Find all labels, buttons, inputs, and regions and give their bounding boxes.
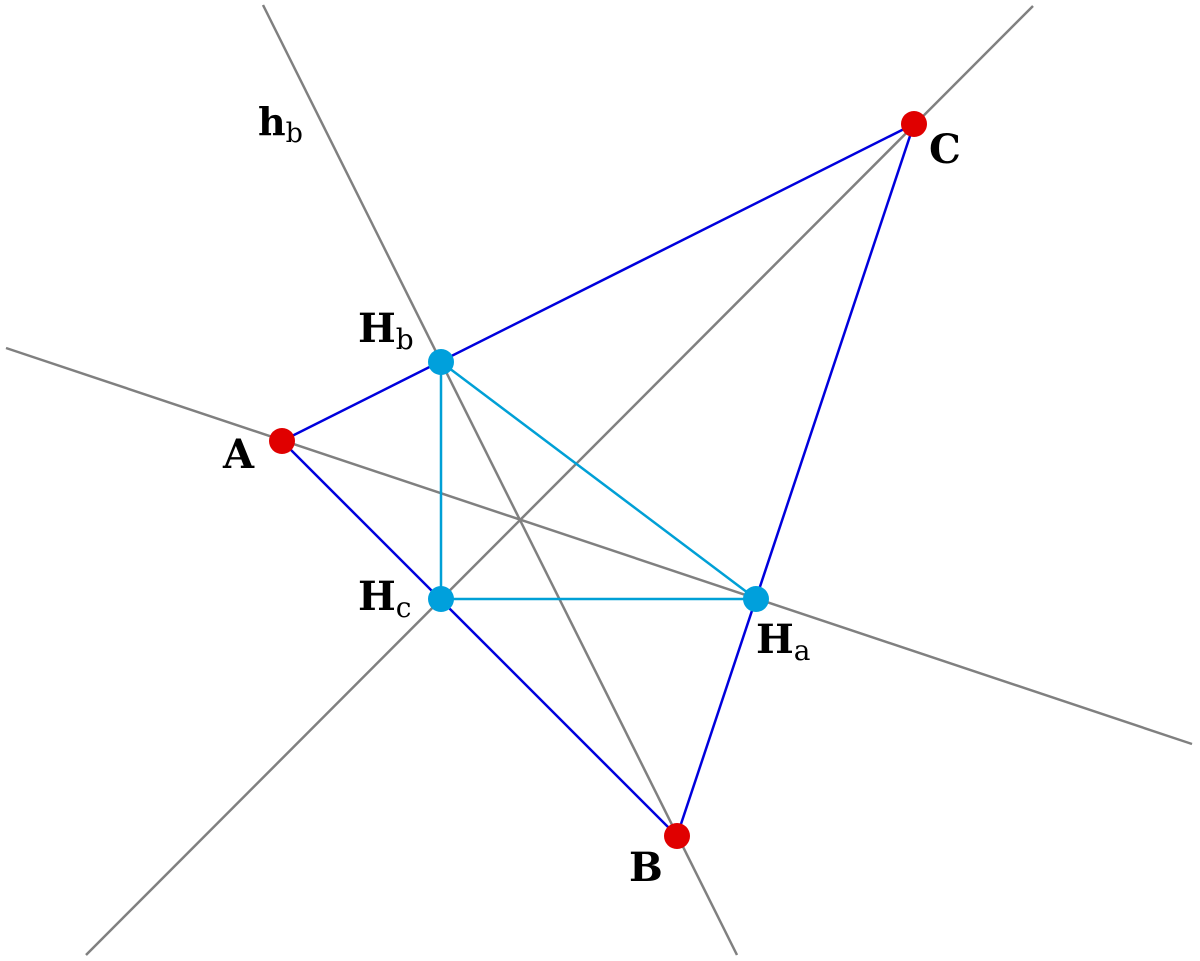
label-hc-sub: c [396, 591, 412, 624]
side-ca [281, 122, 915, 443]
point-c [901, 111, 927, 137]
triangle-abc [281, 122, 916, 837]
point-ha [743, 586, 769, 612]
label-c: C [929, 126, 961, 173]
label-hb-main: H [358, 305, 396, 352]
label-ha-main: H [756, 616, 794, 663]
side-ab [281, 440, 678, 837]
altitude-line-ha [5, 346, 1193, 746]
label-a-main: A [222, 431, 255, 478]
label-b-main: B [629, 844, 663, 891]
side-bc [675, 123, 916, 837]
label-line-hb-main: h [258, 99, 286, 144]
side-ha-hb [440, 361, 757, 600]
point-hc [428, 586, 454, 612]
point-hb [428, 349, 454, 375]
altitude-line-hc [85, 5, 1034, 956]
altitude-line-hb [261, 4, 739, 956]
label-b: B [629, 844, 663, 891]
vertex-points [269, 111, 927, 849]
label-ha: Ha [756, 616, 811, 667]
point-a [269, 428, 295, 454]
altitude-lines [5, 4, 1193, 956]
foot-points [428, 349, 769, 612]
label-ha-sub: a [794, 634, 811, 667]
label-a: A [222, 431, 255, 478]
labels: A B C Hb Hc Ha hb [222, 99, 961, 891]
label-hb-sub: b [396, 323, 414, 356]
point-b [664, 823, 690, 849]
label-hc-main: H [358, 573, 396, 620]
orthic-triangle [439, 361, 757, 601]
label-hc: Hc [358, 573, 411, 624]
label-hb: Hb [358, 305, 414, 356]
label-line-hb-sub: b [286, 118, 303, 149]
label-line-hb: hb [258, 99, 303, 149]
label-c-main: C [929, 126, 961, 173]
